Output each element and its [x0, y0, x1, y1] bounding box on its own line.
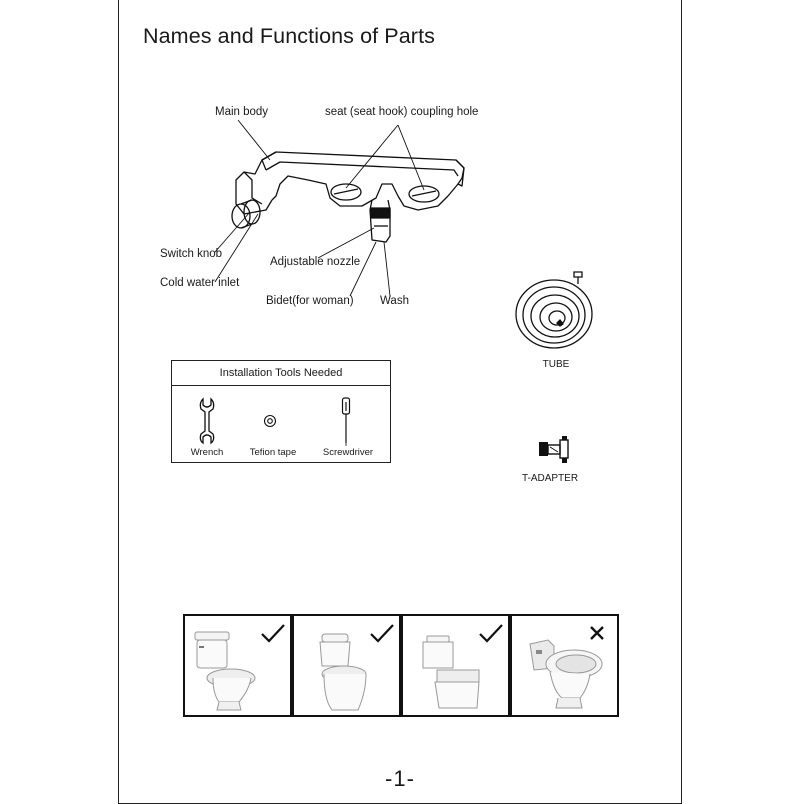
- label-cold-water-inlet: Cold water inlet: [160, 277, 240, 289]
- label-t-adapter: T-ADAPTER: [521, 473, 579, 484]
- label-main-body: Main body: [215, 106, 269, 118]
- cross-icon: [590, 626, 604, 640]
- teflon-tape-icon: [263, 414, 277, 428]
- bidet-diagram: [214, 119, 465, 297]
- tool-label-wrench: Wrench: [190, 447, 224, 458]
- tool-label-screwdriver: Screwdriver: [322, 447, 374, 458]
- tool-label-teflon-tape: Tefion tape: [249, 447, 297, 458]
- page-title: Names and Functions of Parts: [143, 24, 435, 48]
- one-piece-square-toilet-image: [422, 635, 480, 709]
- screwdriver-icon: [341, 397, 351, 446]
- one-piece-round-toilet-image: [319, 633, 367, 711]
- label-bidet: Bidet(for woman): [266, 295, 354, 307]
- toilet-compat-card: [292, 614, 401, 717]
- label-wash: Wash: [380, 295, 409, 307]
- label-switch-knob: Switch knob: [160, 248, 223, 260]
- wrench-icon: [199, 397, 215, 445]
- toilet-compat-card: [510, 614, 619, 717]
- toilet-compat-card: [401, 614, 510, 717]
- t-adapter-icon: [539, 436, 569, 463]
- tube-coil-icon: [515, 271, 593, 349]
- label-coupling-hole: seat (seat hook) coupling hole: [325, 106, 479, 118]
- integrated-seat-toilet-image: [529, 639, 603, 709]
- page-number: -1-: [385, 766, 415, 791]
- label-tube: TUBE: [542, 359, 570, 370]
- installation-tools-box: Installation Tools Needed Wrench Tefion …: [171, 360, 391, 463]
- check-icon: [261, 624, 285, 643]
- label-adjustable-nozzle: Adjustable nozzle: [270, 256, 361, 268]
- two-piece-toilet-image: [194, 631, 256, 711]
- tools-heading: Installation Tools Needed: [172, 361, 390, 386]
- check-icon: [370, 624, 394, 643]
- check-icon: [479, 624, 503, 643]
- toilet-compat-card: [183, 614, 292, 717]
